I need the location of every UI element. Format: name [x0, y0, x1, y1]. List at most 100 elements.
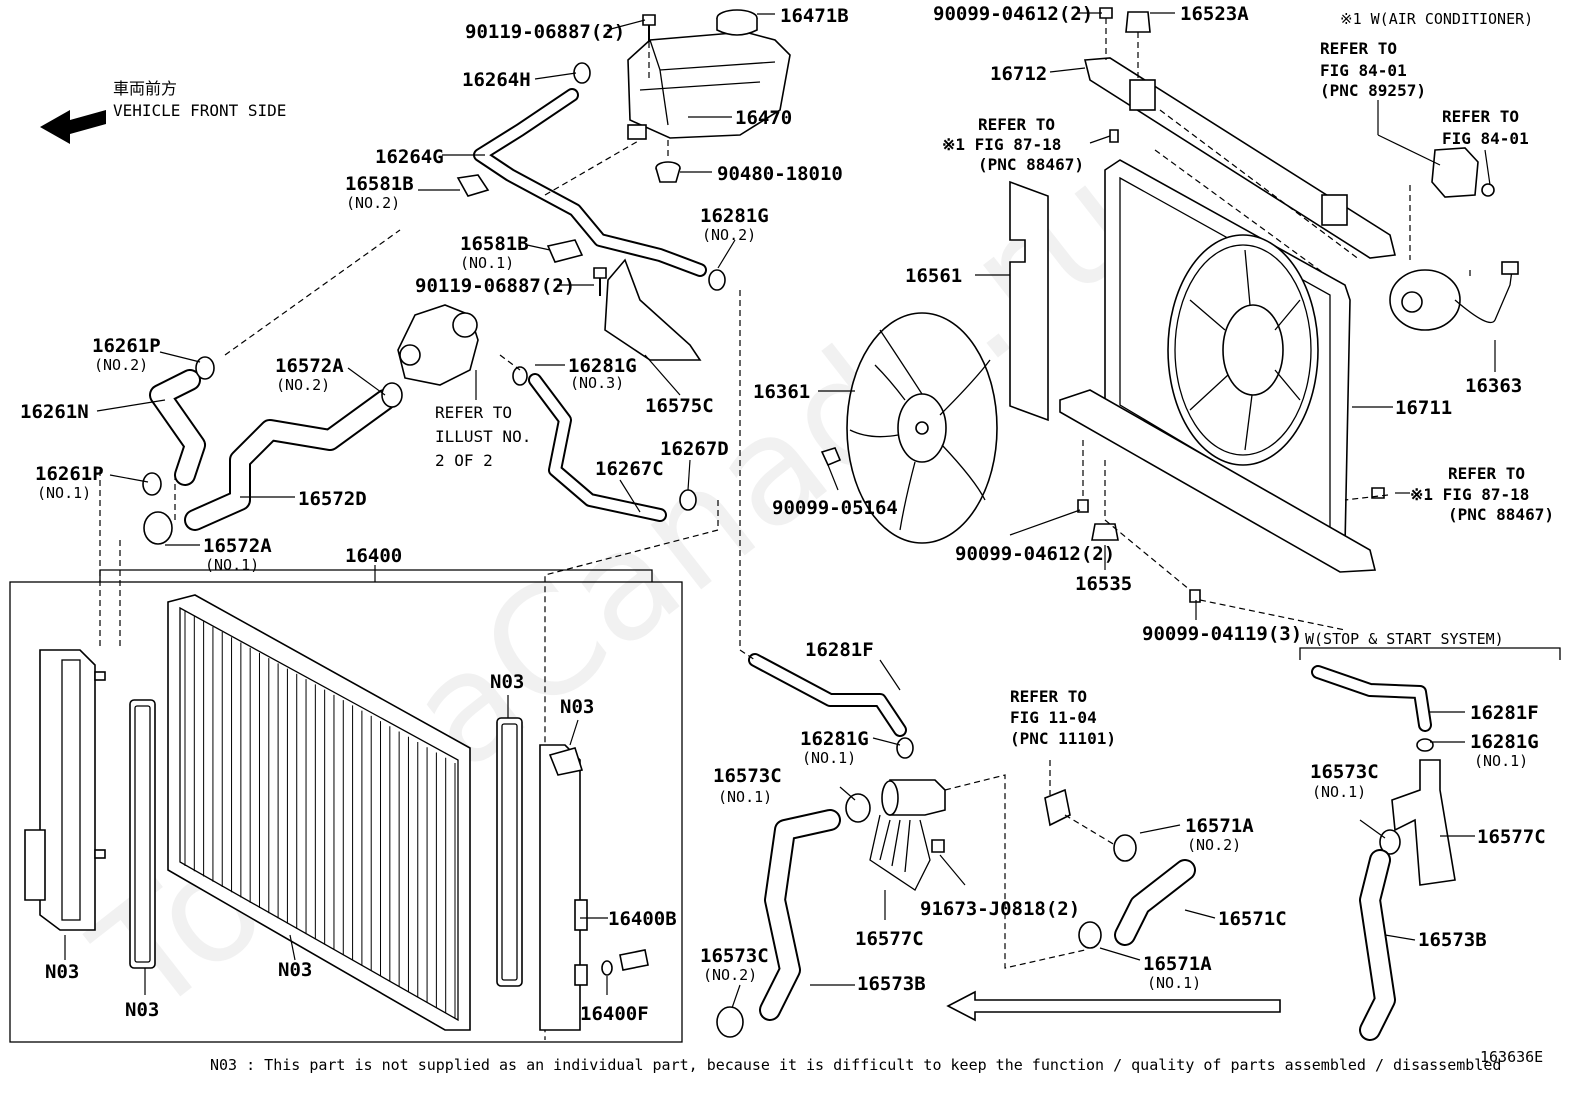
label-16581B-no1: 16581B — [460, 233, 529, 255]
label-16572A-no2: 16572A — [275, 355, 344, 377]
label-16264G: 16264G — [375, 146, 444, 168]
bolt-icon — [1077, 499, 1089, 513]
label-16712: 16712 — [990, 63, 1047, 85]
label-90099-04119: 90099-04119(3) — [1142, 623, 1302, 645]
label-16267D: 16267D — [660, 438, 729, 460]
relay-icon — [1431, 147, 1495, 198]
label-16281F-main: 16281F — [805, 639, 874, 661]
label-90099-04612-top: 90099-04612(2) — [933, 3, 1093, 25]
label-16573C-no1: 16573C — [713, 765, 782, 787]
direction-arrow-icon — [946, 990, 1281, 1022]
label-16573C-no2-sub: (NO.2) — [703, 966, 757, 984]
radiator-core-icon — [167, 594, 471, 1031]
refer-87-18-a-line3: (PNC 88467) — [978, 155, 1084, 174]
hose-clamp-icon — [142, 472, 162, 496]
label-16400F: 16400F — [580, 1003, 649, 1025]
hose-clamp-icon — [1078, 921, 1102, 949]
label-16575C: 16575C — [645, 395, 714, 417]
label-16573B-ss: 16573B — [1418, 929, 1487, 951]
leader-lines — [64, 12, 1496, 1009]
label-16535: 16535 — [1075, 573, 1132, 595]
grommet-icon — [655, 161, 681, 183]
hose-clamp-icon — [573, 62, 591, 84]
header-note-air-conditioner: ※1 W(AIR CONDITIONER) — [1340, 10, 1533, 28]
refer-84-01-b-line1: REFER TO — [1442, 107, 1519, 126]
hose-clamp-icon — [512, 366, 528, 386]
label-16281G-no1: 16281G — [800, 728, 869, 750]
part-labels: 90119-06887(2) 16471B 16264H 16470 16264… — [20, 3, 1554, 1025]
o-ring-icon — [601, 960, 613, 976]
hose-clamp-icon — [845, 793, 871, 823]
label-16281G-no1-sub: (NO.1) — [802, 749, 856, 767]
hose-clamp-icon — [195, 356, 215, 380]
refer-87-18-b-line3: (PNC 88467) — [1448, 505, 1554, 524]
refer-11-04-line1: REFER TO — [1010, 687, 1087, 706]
label-16261N: 16261N — [20, 401, 89, 423]
label-n03-right-tank: N03 — [560, 696, 594, 718]
label-16573C-ss-sub: (NO.1) — [1312, 783, 1366, 801]
fan-motor-icon — [1389, 261, 1519, 331]
refer-illust-line3: 2 OF 2 — [435, 451, 493, 470]
label-16561: 16561 — [905, 265, 962, 287]
label-91673-J0818: 91673-J0818(2) — [920, 898, 1080, 920]
label-16573C-ss: 16573C — [1310, 761, 1379, 783]
label-16571C: 16571C — [1218, 908, 1287, 930]
fan-shroud-icon — [1059, 159, 1377, 573]
hose-clamp-icon — [1379, 829, 1401, 855]
drain-cock-icon — [619, 949, 649, 971]
refer-84-01-a-line2: FIG 84-01 — [1320, 61, 1407, 80]
bolt-icon — [1109, 129, 1119, 143]
radiator-assembly-frame — [9, 581, 683, 1043]
label-16581B-no2: 16581B — [345, 173, 414, 195]
refer-84-01-a-line1: REFER TO — [1320, 39, 1397, 58]
hose-clip-icon — [456, 174, 490, 197]
hose-clamp-icon — [708, 269, 726, 291]
vehicle-front-en-label: VEHICLE FRONT SIDE — [113, 101, 286, 120]
label-16572A-no1-sub: (NO.1) — [205, 556, 259, 574]
hose-clip-icon — [546, 239, 584, 263]
reservoir-cap-icon — [716, 9, 758, 36]
label-16281G-no2: 16281G — [700, 205, 769, 227]
label-90119-06887-top: 90119-06887(2) — [465, 21, 625, 43]
diagram-id: 163636E — [1480, 1048, 1543, 1066]
refer-11-04-line3: (PNC 11101) — [1010, 729, 1116, 748]
label-16267C: 16267C — [595, 458, 664, 480]
upper-support-bracket-icon — [1083, 57, 1396, 259]
refer-11-04-line2: FIG 11-04 — [1010, 708, 1097, 727]
label-n03-gasket-left: N03 — [125, 999, 159, 1021]
hose-clamp-icon — [679, 489, 697, 511]
vehicle-front-arrow-icon — [40, 110, 106, 144]
water-outlet-icon — [869, 779, 946, 891]
label-90099-05164: 90099-05164 — [772, 497, 898, 519]
label-90480-18010: 90480-18010 — [717, 163, 843, 185]
vehicle-front-jp-label: 車両前方 — [113, 79, 177, 98]
refer-84-01-a-line3: (PNC 89257) — [1320, 81, 1426, 100]
hose-clamp-icon — [143, 511, 173, 545]
bolt-icon — [593, 267, 607, 296]
label-16281F-ss: 16281F — [1470, 702, 1539, 724]
label-16281G-ss: 16281G — [1470, 731, 1539, 753]
stop-start-note: W(STOP & START SYSTEM) — [1305, 630, 1504, 648]
hose-clamp-icon — [381, 382, 403, 408]
label-16281G-no3: 16281G — [568, 355, 637, 377]
label-16571A-no2: 16571A — [1185, 815, 1254, 837]
label-16572D: 16572D — [298, 488, 367, 510]
water-inlet-housing-icon — [397, 304, 479, 386]
gasket-icon — [129, 699, 156, 969]
label-16261P-no1-sub: (NO.1) — [37, 484, 91, 502]
engine-port-icon — [1044, 788, 1071, 827]
label-16711: 16711 — [1395, 397, 1452, 419]
label-16572A-no1: 16572A — [203, 535, 272, 557]
bolt-icon — [1371, 487, 1385, 499]
label-n03-core: N03 — [278, 959, 312, 981]
water-outlet-icon — [1391, 759, 1456, 886]
label-16281G-no2-sub: (NO.2) — [702, 226, 756, 244]
bracket-icon — [604, 258, 702, 361]
label-16571A-no2-sub: (NO.2) — [1187, 836, 1241, 854]
label-16470: 16470 — [735, 107, 792, 129]
label-16261P-no2: 16261P — [92, 335, 161, 357]
label-16363: 16363 — [1465, 375, 1522, 397]
label-90099-04612-bot: 90099-04612(2) — [955, 543, 1115, 565]
refer-87-18-b-line2: ※1 FIG 87-18 — [1410, 485, 1529, 504]
label-n03-left-tank: N03 — [45, 961, 79, 983]
